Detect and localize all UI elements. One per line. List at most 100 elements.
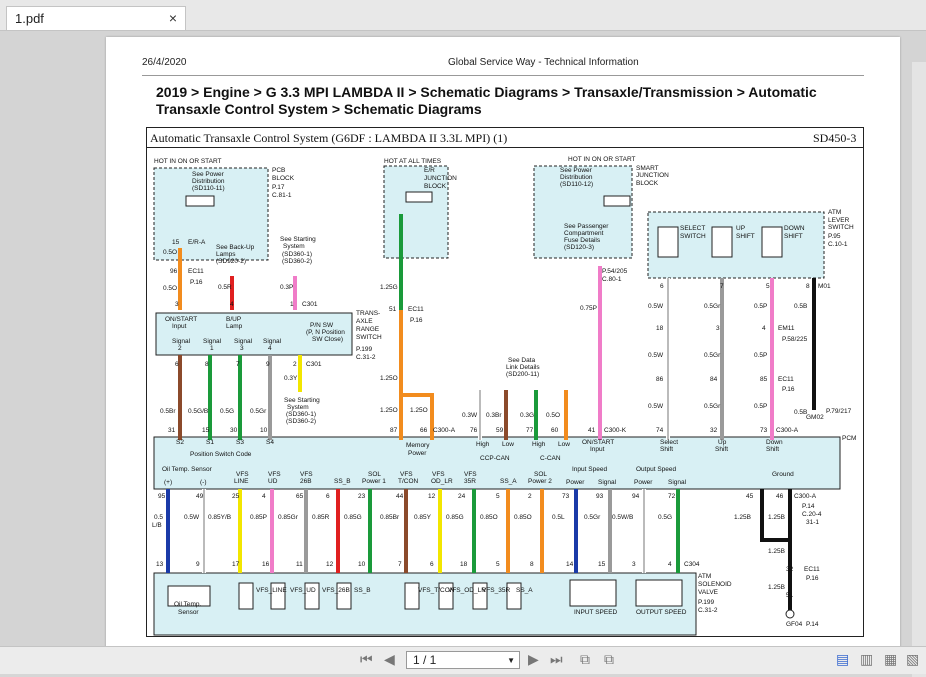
- schematic-label: C.81-1: [272, 192, 292, 199]
- fit-icon[interactable]: ⧉: [604, 651, 614, 667]
- schematic-label: P.199: [698, 599, 715, 606]
- schematic-label: Lamps: [216, 251, 236, 258]
- schematic-label: S1: [206, 439, 214, 446]
- close-icon[interactable]: ×: [168, 10, 177, 26]
- single-page-icon[interactable]: ▤: [836, 651, 850, 667]
- schematic-label: 72: [668, 493, 676, 500]
- schematic-label: 6: [175, 361, 179, 368]
- schematic-label: 0.85G: [344, 514, 362, 521]
- schematic-label: 0.5O: [546, 412, 560, 419]
- schematic-label: Select: [660, 439, 678, 446]
- breadcrumb-line-1: 2019 > Engine > G 3.3 MPI LAMBDA II > Sc…: [156, 84, 817, 100]
- breadcrumb: 2019 > Engine > G 3.3 MPI LAMBDA II > Sc…: [156, 84, 856, 118]
- schematic-label: 45: [746, 493, 754, 500]
- schematic-label: 84: [710, 376, 718, 383]
- vertical-scrollbar[interactable]: [912, 62, 926, 677]
- schematic-label: C.31-2: [356, 354, 376, 361]
- schematic-label: 0.85R: [312, 514, 330, 521]
- schematic-label: 0.85P: [250, 514, 267, 521]
- schematic-label: C-CAN: [540, 455, 561, 462]
- schematic-label: 0.5W: [648, 352, 664, 359]
- schematic-label: 32: [710, 427, 718, 434]
- schematic-label: VFS_LINE: [256, 587, 287, 594]
- schematic-label: High: [476, 441, 490, 448]
- schematic-label: 7: [720, 283, 724, 290]
- schematic-label: C300-A: [433, 427, 456, 434]
- schematic-label: (SD360-2): [286, 418, 316, 425]
- schematic-label: 5: [496, 561, 500, 568]
- schematic-label: GM02: [806, 414, 824, 421]
- schematic-label: 8: [806, 283, 810, 290]
- first-page-icon[interactable]: ⏮: [360, 651, 373, 667]
- two-page-icon[interactable]: ▦: [884, 651, 898, 667]
- schematic-label: 59: [496, 427, 504, 434]
- schematic-label: VFS_UD: [290, 587, 316, 594]
- schematic-label: 12: [428, 493, 436, 500]
- schematic-label: SS_B: [354, 587, 371, 594]
- schematic-label: 0.5Gr: [704, 303, 721, 310]
- lever-switch-1: [711, 226, 733, 258]
- schematic-label: Signal: [598, 479, 617, 486]
- schematic-label: 66: [420, 427, 428, 434]
- schematic-label: Signal: [172, 338, 191, 345]
- schematic-label: 8: [530, 561, 534, 568]
- schematic-label: VFS_T/CON: [418, 587, 455, 594]
- schematic-label: C304: [684, 561, 700, 568]
- solenoid-coil-7: [506, 582, 522, 610]
- last-page-icon[interactable]: ⏭: [550, 651, 563, 667]
- rotate-icon[interactable]: ⧉: [580, 651, 590, 667]
- schematic-label: Signal: [668, 479, 687, 486]
- schematic-label: P.79/217: [826, 408, 852, 415]
- page-number-input[interactable]: 1 / 1 ▼: [406, 651, 520, 669]
- schematic-label: VALVE: [698, 589, 719, 596]
- schematic-label: L/B: [152, 522, 162, 529]
- document-tab[interactable]: 1.pdf ×: [6, 6, 186, 30]
- schematic-label: 0.85Gr: [278, 514, 299, 521]
- two-page-continuous-icon[interactable]: ▧: [906, 651, 920, 667]
- schematic-label: ON/START: [165, 316, 197, 323]
- schematic-label: 3: [632, 561, 636, 568]
- schematic-label: ON/START: [582, 439, 614, 446]
- schematic-label: 0.3W: [462, 412, 478, 419]
- schematic-label: C300-A: [776, 427, 799, 434]
- schematic-label: 25: [232, 493, 240, 500]
- schematic-label: See Passenger: [564, 223, 609, 230]
- schematic-label: 10: [358, 561, 366, 568]
- schematic-label: VFS_35R: [482, 587, 510, 594]
- schematic-label: INPUT SPEED: [574, 609, 618, 616]
- schematic-label: 49: [196, 493, 204, 500]
- schematic-label: S3: [236, 439, 244, 446]
- schematic-label: BLOCK: [636, 180, 659, 187]
- schematic-label: Signal: [203, 338, 222, 345]
- schematic-label: Power 2: [528, 478, 552, 485]
- schematic-label: 6: [430, 561, 434, 568]
- schematic-label: SWITCH: [680, 233, 706, 240]
- schematic-label: SELECT: [680, 225, 705, 232]
- schematic-label: Sensor: [178, 609, 199, 616]
- schematic-label: Shift: [766, 446, 779, 453]
- schematic-label: SOL: [368, 471, 381, 478]
- smart-junction-block: [533, 165, 633, 259]
- schematic-label: 4: [230, 301, 234, 308]
- schematic-label: 7: [398, 561, 402, 568]
- prev-page-icon[interactable]: ◀: [384, 651, 395, 667]
- chevron-down-icon[interactable]: ▼: [507, 656, 515, 665]
- transaxle-range-switch: [155, 312, 353, 356]
- schematic-label: T/CON: [398, 478, 419, 485]
- schematic-label: See Power: [560, 167, 593, 174]
- schematic-label: 4: [262, 493, 266, 500]
- schematic-label: 0.5G/B: [188, 408, 208, 415]
- page-toolbar: ⏮ ◀ 1 / 1 ▼ ▶ ⏭ ⧉ ⧉ ▤ ▥ ▦ ▧: [0, 646, 926, 674]
- schematic-label: EC11: [188, 268, 204, 275]
- next-page-icon[interactable]: ▶: [528, 651, 539, 667]
- schematic-label: 0.5Gr: [704, 403, 721, 410]
- fuse-icon-smart: [603, 195, 631, 207]
- schematic-label: 23: [358, 493, 366, 500]
- schematic-label: VFS: [464, 471, 477, 478]
- header-site: Global Service Way - Technical Informati…: [448, 57, 639, 68]
- schematic-label: Oil Temp. Sensor: [162, 466, 213, 473]
- schematic-label: VFS: [300, 471, 313, 478]
- schematic-label: 1.25O: [410, 407, 428, 414]
- schematic-label: C.20-4: [802, 511, 822, 518]
- continuous-icon[interactable]: ▥: [860, 651, 874, 667]
